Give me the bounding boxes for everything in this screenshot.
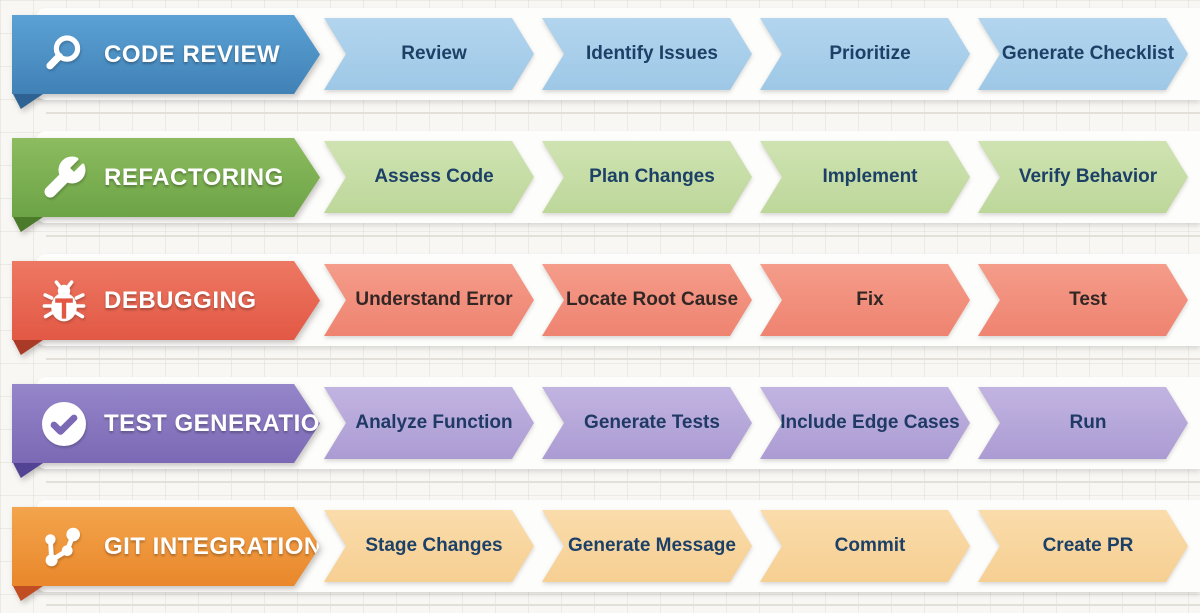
step-label: Review — [401, 43, 467, 64]
step-label: Understand Error — [355, 289, 513, 310]
step-chevron: Stage Changes — [324, 510, 534, 582]
row-separator-line — [46, 235, 1200, 237]
step-label: Prioritize — [829, 43, 911, 64]
step-chevron: Verify Behavior — [978, 141, 1188, 213]
step-label: Fix — [856, 289, 884, 310]
ribbon-fold — [12, 92, 46, 109]
row-header-ribbon: TEST GENERATION — [12, 384, 320, 478]
step-label: Include Edge Cases — [780, 412, 960, 433]
wrench-icon — [40, 154, 88, 202]
ribbon-fold — [12, 584, 46, 601]
step-chevron: Prioritize — [760, 18, 970, 90]
ribbon-fold — [12, 215, 46, 232]
step-chevron: Identify Issues — [542, 18, 752, 90]
search-icon — [40, 31, 88, 79]
workflow-row-test-generation: TEST GENERATION Analyze Function Generat… — [0, 377, 1200, 489]
row-header: GIT INTEGRATION — [12, 507, 320, 586]
row-header: TEST GENERATION — [12, 384, 320, 463]
bug-icon — [40, 277, 88, 325]
step-label: Assess Code — [374, 166, 494, 187]
row-separator-line — [46, 604, 1200, 606]
step-chevron: Generate Message — [542, 510, 752, 582]
step-chevron: Run — [978, 387, 1188, 459]
step-chevron: Create PR — [978, 510, 1188, 582]
row-steps: Review Identify Issues Prioritize Genera… — [324, 18, 1188, 90]
row-header-ribbon: CODE REVIEW — [12, 15, 320, 109]
ribbon-fold — [12, 338, 46, 355]
step-label: Identify Issues — [586, 43, 718, 64]
row-title: DEBUGGING — [104, 286, 257, 314]
row-steps: Stage Changes Generate Message Commit Cr… — [324, 510, 1188, 582]
row-separator-line — [46, 358, 1200, 360]
ribbon-fold — [12, 461, 46, 478]
step-chevron: Plan Changes — [542, 141, 752, 213]
step-chevron: Locate Root Cause — [542, 264, 752, 336]
workflow-row-git-integration: GIT INTEGRATION Stage Changes Generate M… — [0, 500, 1200, 612]
step-label: Test — [1069, 289, 1107, 310]
step-label: Generate Message — [568, 535, 736, 556]
git-branch-icon — [40, 523, 88, 571]
step-label: Commit — [834, 535, 906, 556]
row-steps: Understand Error Locate Root Cause Fix T… — [324, 264, 1188, 336]
row-header-ribbon: REFACTORING — [12, 138, 320, 232]
row-header-ribbon: DEBUGGING — [12, 261, 320, 355]
workflow-row-debugging: DEBUGGING Understand Error Locate Root C… — [0, 254, 1200, 366]
step-label: Analyze Function — [355, 412, 513, 433]
step-chevron: Generate Tests — [542, 387, 752, 459]
row-separator-line — [46, 481, 1200, 483]
row-title: GIT INTEGRATION — [104, 532, 322, 560]
step-chevron: Assess Code — [324, 141, 534, 213]
step-label: Verify Behavior — [1018, 166, 1158, 187]
workflow-row-code-review: CODE REVIEW Review Identify Issues Prior… — [0, 8, 1200, 120]
step-label: Run — [1069, 412, 1107, 433]
row-title: REFACTORING — [104, 163, 284, 191]
step-chevron: Implement — [760, 141, 970, 213]
step-chevron: Analyze Function — [324, 387, 534, 459]
row-steps: Analyze Function Generate Tests Include … — [324, 387, 1188, 459]
step-chevron: Generate Checklist — [978, 18, 1188, 90]
row-title: TEST GENERATION — [104, 409, 338, 437]
step-label: Plan Changes — [589, 166, 715, 187]
row-separator-line — [46, 112, 1200, 114]
step-label: Locate Root Cause — [565, 289, 739, 310]
step-chevron: Review — [324, 18, 534, 90]
step-chevron: Fix — [760, 264, 970, 336]
step-chevron: Test — [978, 264, 1188, 336]
step-chevron: Commit — [760, 510, 970, 582]
row-header: DEBUGGING — [12, 261, 320, 340]
step-chevron: Include Edge Cases — [760, 387, 970, 459]
step-label: Stage Changes — [365, 535, 503, 556]
step-label: Generate Tests — [584, 412, 720, 433]
step-label: Create PR — [1042, 535, 1134, 556]
step-label: Implement — [822, 166, 918, 187]
row-header: REFACTORING — [12, 138, 320, 217]
check-circle-icon — [40, 400, 88, 448]
row-steps: Assess Code Plan Changes Implement Verif… — [324, 141, 1188, 213]
workflow-row-refactoring: REFACTORING Assess Code Plan Changes Imp… — [0, 131, 1200, 243]
row-header-ribbon: GIT INTEGRATION — [12, 507, 320, 601]
step-label: Generate Checklist — [1001, 43, 1175, 64]
row-header: CODE REVIEW — [12, 15, 320, 94]
step-chevron: Understand Error — [324, 264, 534, 336]
row-title: CODE REVIEW — [104, 40, 281, 68]
